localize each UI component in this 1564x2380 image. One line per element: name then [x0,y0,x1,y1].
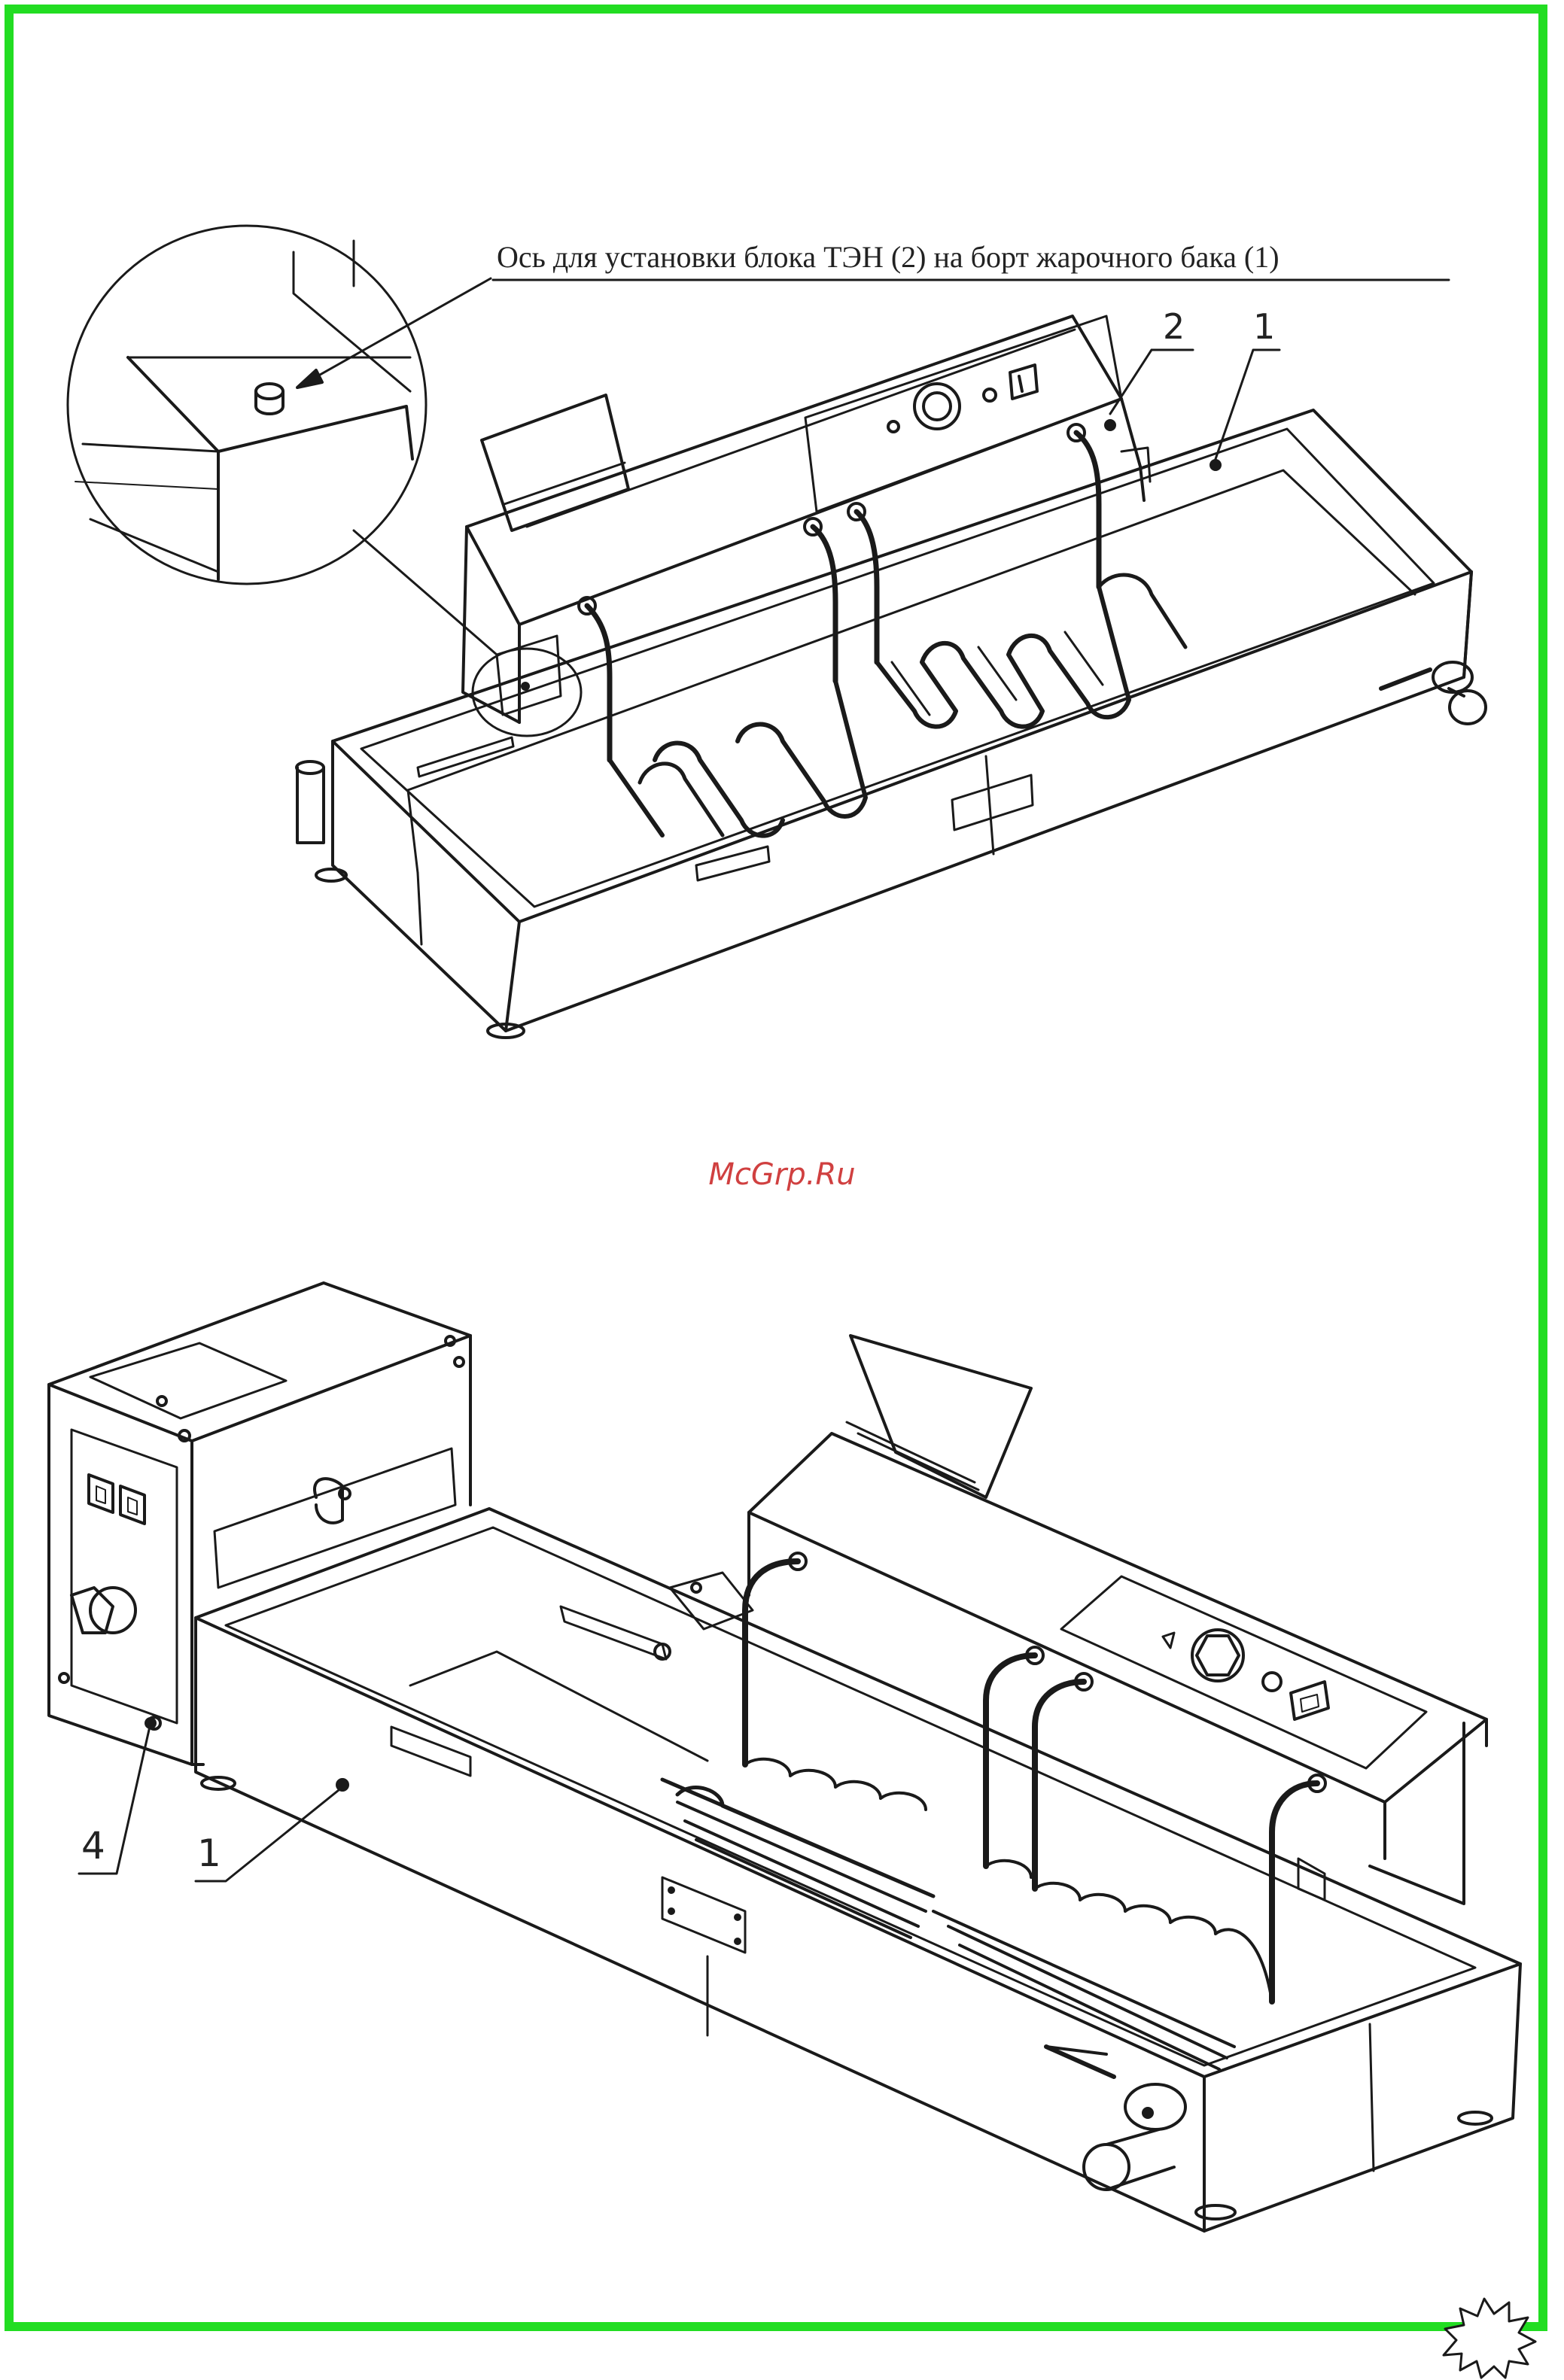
top-figure: Ось для установки блока ТЭН (2) на борт … [68,226,1486,1038]
cabinet-knob-icon [72,1588,135,1633]
detail-circle [68,226,491,584]
indicator-lamp-icon-2 [888,421,899,432]
indicator-lamp-icon [984,389,996,401]
indicator-lamp-bottom-icon [1263,1673,1281,1691]
bottom-figure: 4 1 [49,1283,1520,2231]
label-fryer-tank: 1 [1253,306,1275,347]
cabinet-switch-icon-2 [120,1486,145,1524]
callout-axis-label: Ось для установки блока ТЭН (2) на борт … [497,240,1279,274]
cabinet-switch-icon-1 [89,1475,113,1512]
power-switch-icon [1010,365,1037,399]
label-heater-block: 2 [1163,306,1185,347]
thermostat-knob-bottom-icon [1192,1630,1243,1681]
fryer-tank-bottom [196,1509,1520,2231]
axis-pin-icon [256,384,283,414]
nameplate-icon [662,1877,745,1953]
label-control-cabinet: 4 [81,1824,105,1868]
heating-elements-top [579,424,1185,836]
power-switch-bottom-icon [1291,1682,1328,1719]
watermark: McGrp.Ru [0,1157,1564,1192]
control-cabinet [49,1283,470,1764]
label-fryer-tank-bottom: 1 [197,1831,221,1875]
drain-valve-icon [1381,662,1486,724]
fryer-tank-top [297,410,1486,1038]
starburst-badge-icon [1444,2299,1535,2378]
thermostat-knob-icon [914,384,960,429]
